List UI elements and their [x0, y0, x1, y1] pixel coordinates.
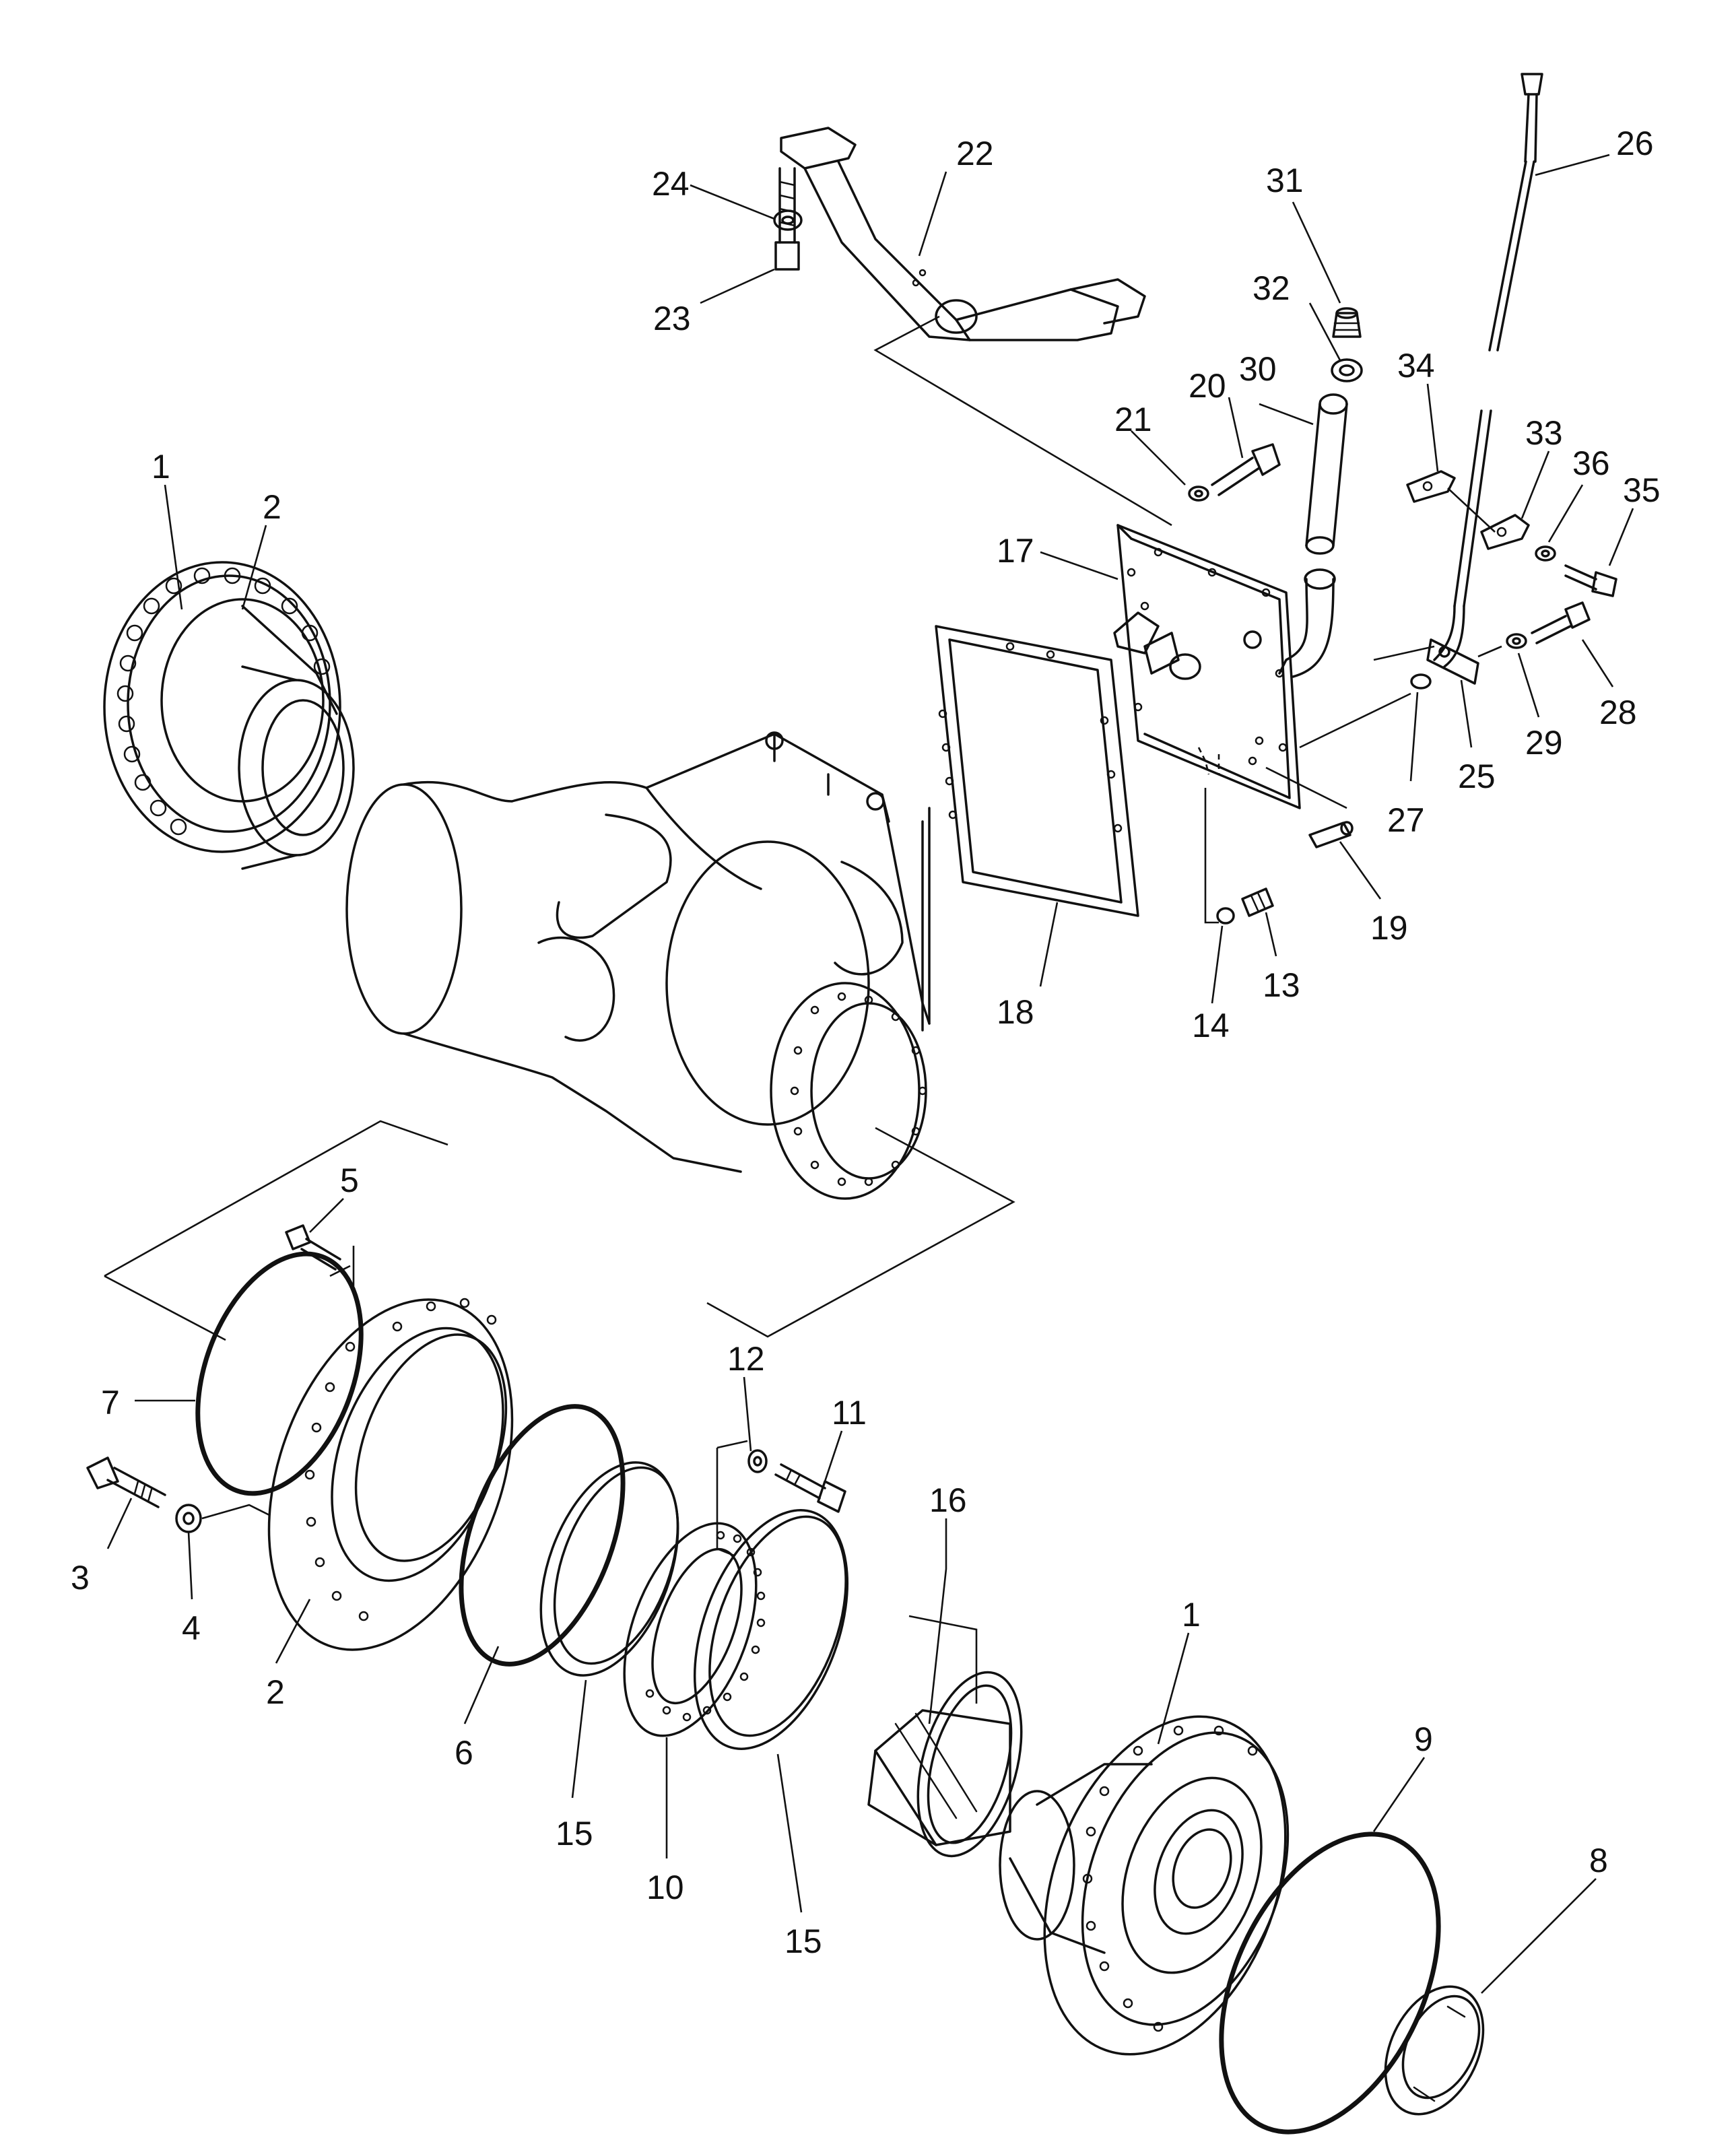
washer-29 — [1506, 633, 1527, 649]
callout-11: 11 — [832, 1394, 867, 1432]
callout-30: 30 — [1239, 350, 1277, 388]
callout-13: 13 — [1263, 966, 1300, 1004]
washer-36 — [1535, 545, 1556, 562]
callout-3: 3 — [71, 1559, 90, 1597]
callout-36: 36 — [1572, 444, 1610, 482]
o-ring-14 — [1216, 907, 1235, 925]
callout-23: 23 — [653, 300, 691, 337]
callout-31: 31 — [1266, 162, 1304, 199]
callout-14: 14 — [1192, 1007, 1230, 1044]
callout-17: 17 — [997, 532, 1034, 570]
mounting-bracket — [780, 127, 1146, 341]
pin-19 — [1308, 821, 1354, 848]
callout-9: 9 — [1414, 1720, 1433, 1758]
bearing-16 — [867, 1671, 1023, 1858]
callout-34: 34 — [1397, 347, 1435, 384]
callout-20: 20 — [1189, 367, 1226, 405]
dipstick-26 — [1488, 73, 1543, 351]
seal-15-left — [539, 1461, 679, 1677]
callout-12: 12 — [727, 1340, 765, 1378]
callout-27: 27 — [1387, 801, 1425, 839]
callout-1-top: 1 — [152, 448, 170, 485]
seal-8 — [1384, 1985, 1485, 2116]
washer-32 — [1331, 358, 1363, 382]
clamp-33 — [1480, 514, 1530, 550]
callout-19: 19 — [1370, 909, 1408, 947]
hub-bolt-ring — [116, 567, 331, 836]
clamp-34 — [1406, 470, 1456, 503]
callout-10: 10 — [646, 1869, 684, 1906]
o-ring-6 — [459, 1404, 626, 1667]
callout-4: 4 — [182, 1609, 201, 1647]
bolt-23 — [774, 167, 800, 271]
callout-28: 28 — [1599, 694, 1637, 731]
bolt-11 — [774, 1463, 846, 1513]
bolt-20 — [1211, 443, 1281, 496]
callout-25: 25 — [1458, 758, 1496, 795]
axle-housing — [345, 731, 931, 1200]
washer-24 — [773, 209, 803, 231]
washer-12 — [747, 1449, 768, 1473]
callout-7: 7 — [101, 1384, 120, 1421]
washer-4 — [175, 1504, 202, 1533]
cover-plate-17 — [1113, 524, 1301, 809]
bolt-3 — [86, 1456, 166, 1508]
seal-15-right — [693, 1509, 849, 1750]
bolt-5 — [285, 1224, 341, 1271]
callout-18: 18 — [997, 993, 1034, 1031]
gasket-18 — [935, 625, 1139, 917]
callout-24: 24 — [652, 165, 690, 203]
callout-32: 32 — [1253, 269, 1290, 307]
callout-22: 22 — [956, 135, 994, 172]
hub-1-bottom — [999, 1715, 1290, 2056]
callout-labels: 1 2 22 24 23 31 26 32 30 34 20 21 33 36 … — [71, 125, 1661, 1960]
plug-31 — [1332, 307, 1362, 338]
plug-13 — [1241, 887, 1274, 917]
fill-pipe-30 — [1278, 393, 1348, 678]
callout-15-right: 15 — [784, 1922, 822, 1960]
bolt-35 — [1564, 564, 1617, 597]
callout-21: 21 — [1114, 401, 1152, 438]
washer-21 — [1188, 485, 1209, 502]
housing-flange-holes — [790, 992, 927, 1186]
leader-lines — [104, 154, 1634, 1994]
flange-2-holes — [304, 1298, 497, 1621]
callout-8: 8 — [1589, 1842, 1608, 1879]
callout-2-top: 2 — [263, 488, 281, 526]
callout-16: 16 — [929, 1481, 967, 1519]
hub-1-bolt-holes — [1082, 1725, 1258, 2032]
callout-26: 26 — [1616, 125, 1654, 162]
callout-1-bottom: 1 — [1182, 1596, 1201, 1634]
callout-33: 33 — [1525, 414, 1563, 452]
retainer-10 — [623, 1522, 766, 1737]
o-ring-9 — [1219, 1832, 1441, 2135]
hub-assembly-top — [103, 561, 355, 870]
callout-2-bottom: 2 — [266, 1673, 285, 1711]
callout-35: 35 — [1623, 471, 1661, 509]
callout-5: 5 — [340, 1162, 359, 1199]
callout-6: 6 — [455, 1734, 473, 1772]
bolt-28 — [1531, 601, 1591, 644]
callout-15-left: 15 — [556, 1815, 593, 1852]
retaining-ring-7 — [195, 1251, 364, 1496]
guide-tube-25 — [1426, 409, 1492, 685]
callout-29: 29 — [1525, 724, 1563, 762]
flange-2 — [267, 1298, 514, 1651]
o-ring-27 — [1410, 673, 1432, 690]
